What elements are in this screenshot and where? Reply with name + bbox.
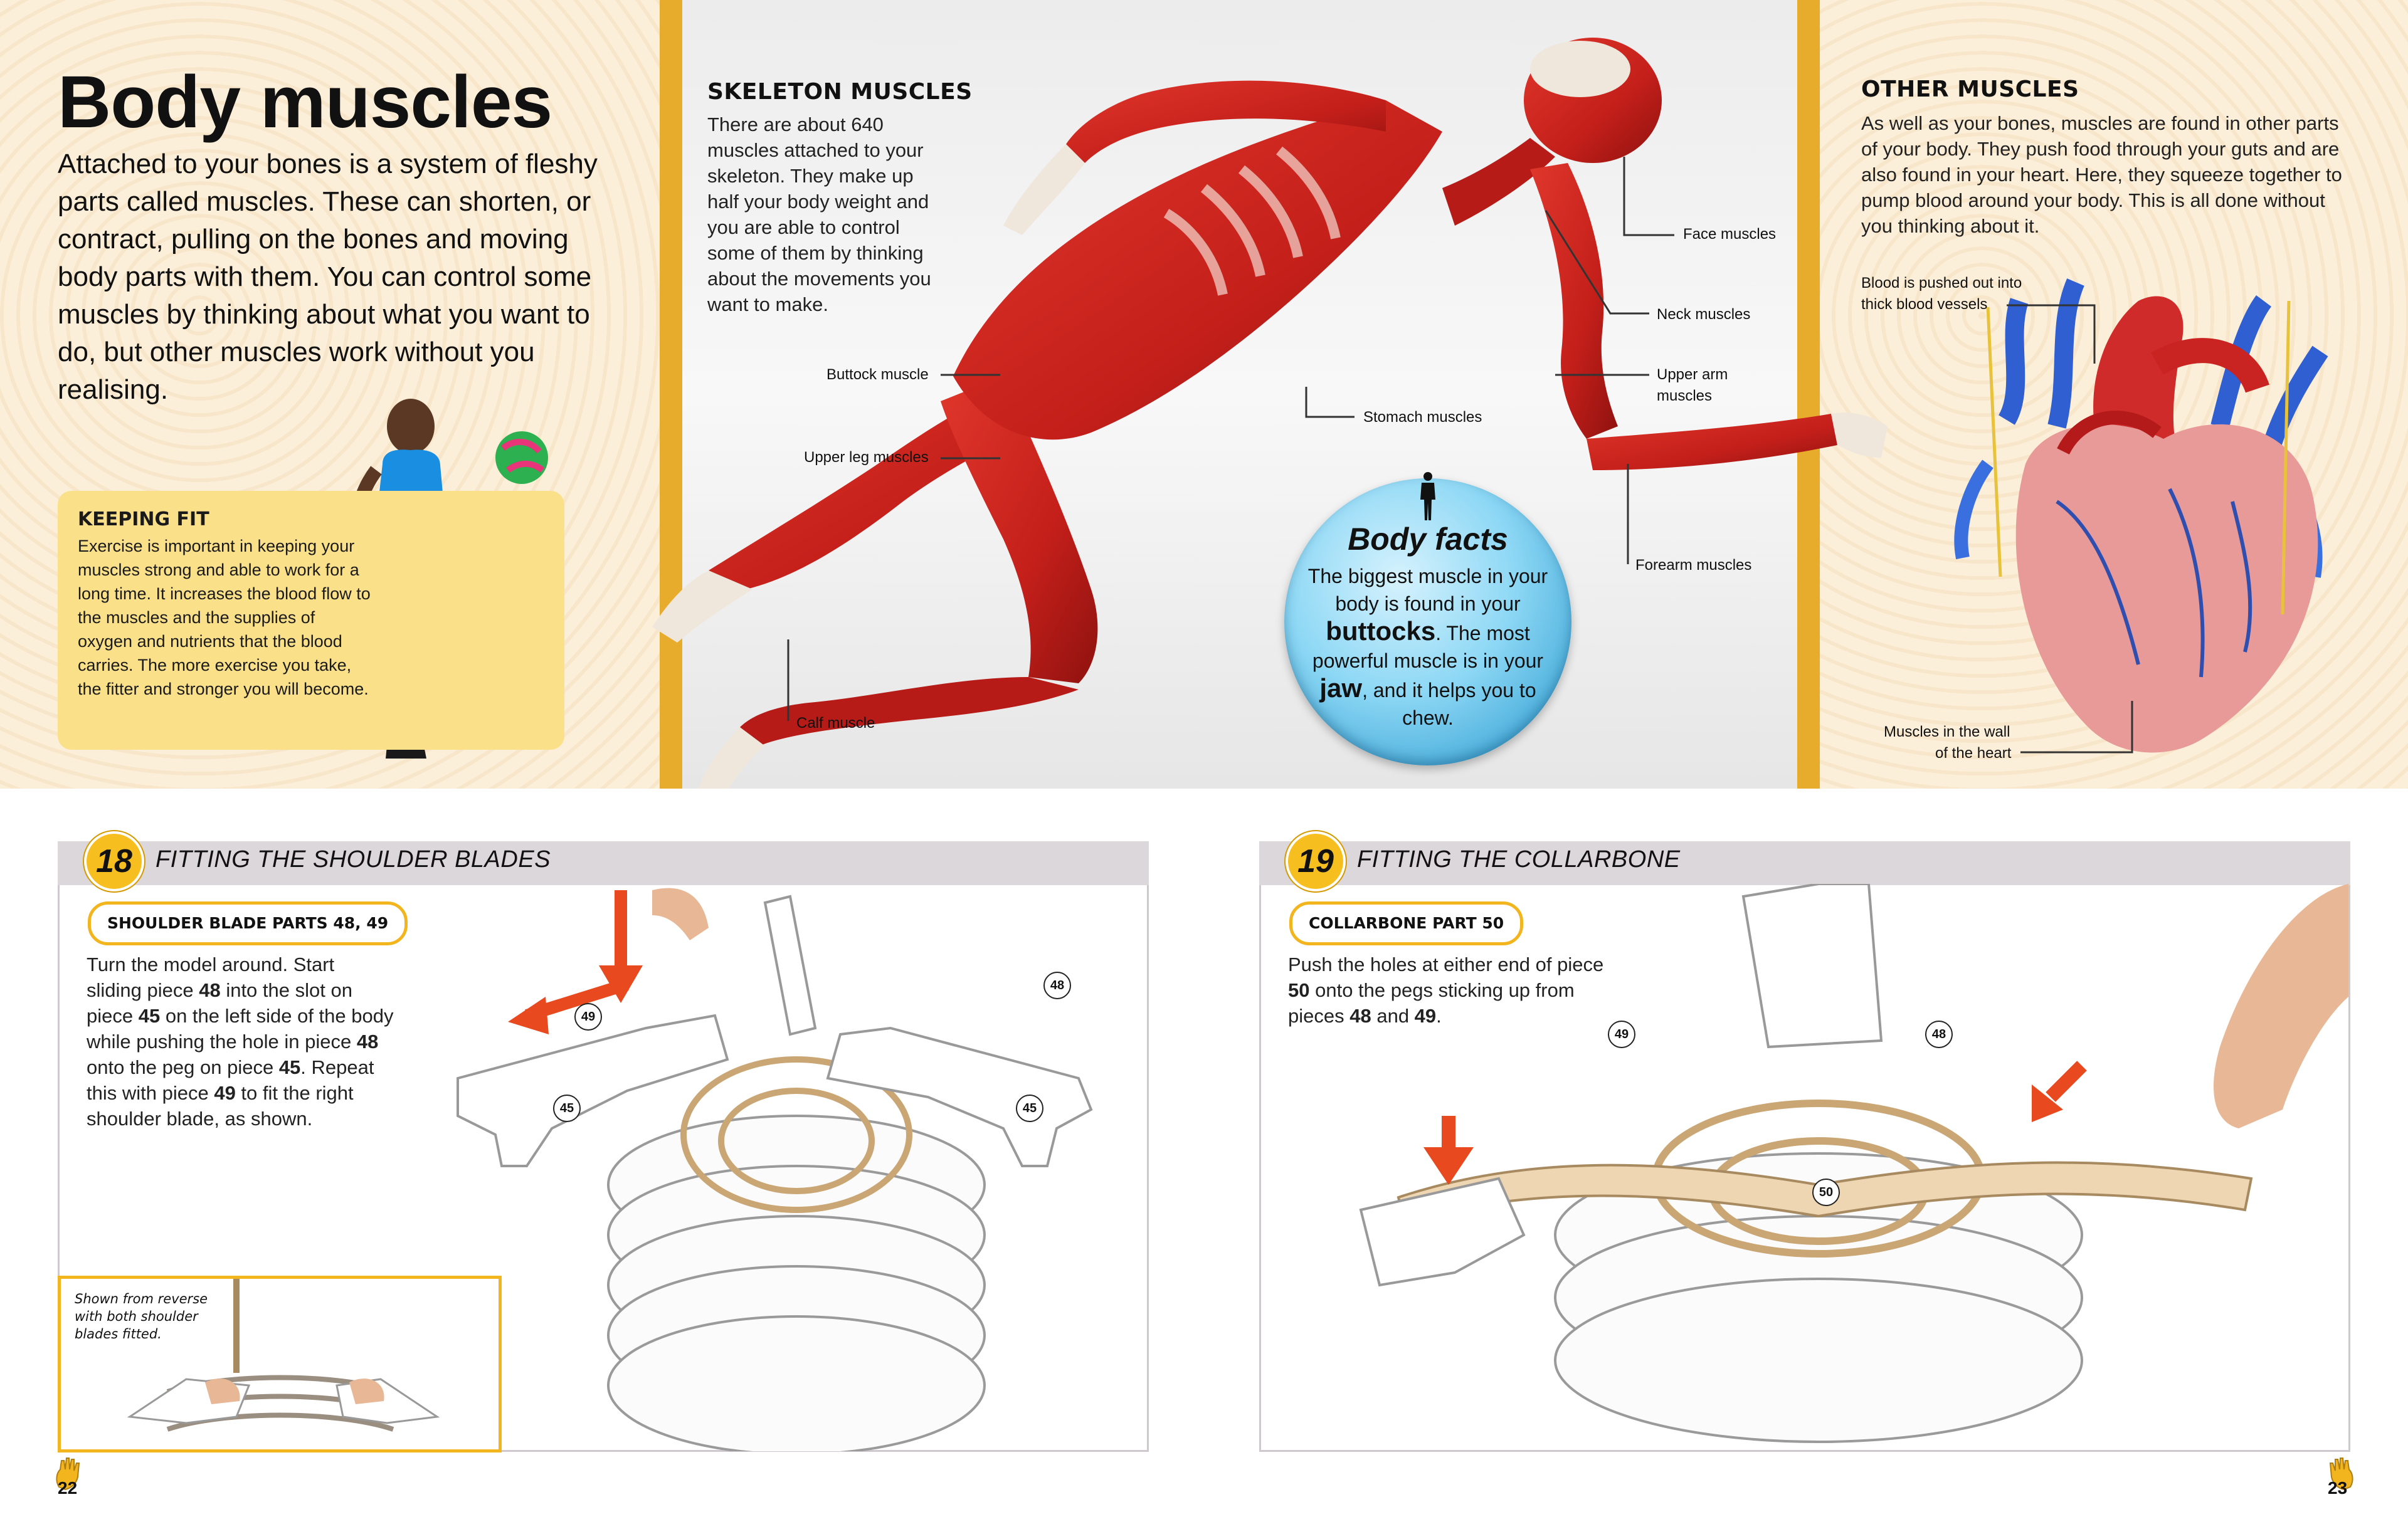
step-19-text-4: . (1436, 1005, 1442, 1027)
step-18-text-4: onto the peg on piece (87, 1056, 279, 1078)
body-facts-line-b: . The most powerful muscle is in your (1312, 622, 1544, 672)
keeping-fit-text: Exercise is important in keeping your mu… (78, 537, 371, 698)
step-19-piece-50: 50 (1288, 979, 1310, 1001)
step-19-text-1: Push the holes at either end of piece (1288, 953, 1604, 975)
label-upper-arm-muscles-line2: muscles (1657, 387, 1713, 404)
step-18-inset: Shown from reverse with both shoulder bl… (58, 1276, 502, 1452)
body-facts-line-a: The biggest muscle in your body is found… (1307, 565, 1548, 615)
keeping-fit-box: KEEPING FIT Exercise is important in kee… (58, 491, 564, 750)
step-18-text-5: . Repeat this with piece (87, 1056, 374, 1104)
step-19-piece-48: 48 (1349, 1005, 1371, 1027)
label-neck-muscles: Neck muscles (1657, 306, 1751, 323)
step-18-text-1: Turn the model around. Start sliding pie… (87, 953, 335, 1001)
page-number-right: 23 (2328, 1478, 2348, 1498)
gold-divider-left (660, 0, 682, 789)
label-calf-muscle: Calf muscle (796, 715, 875, 732)
step-18-header (58, 841, 1149, 885)
step-18-piece-48a: 48 (199, 979, 221, 1001)
step-18-tag-49: 49 (574, 1003, 602, 1031)
label-upper-leg-muscles: Upper leg muscles (804, 449, 929, 466)
step-18-parts-pill: SHOULDER BLADE PARTS 48, 49 (88, 901, 408, 945)
skeleton-muscles-heading: SKELETON MUSCLES (707, 79, 973, 105)
label-heart-wall-line1: Muscles in the wall (1884, 723, 2010, 740)
step-18-badge: 18 (84, 831, 144, 891)
skeleton-muscles-text: There are about 640 muscles attached to … (707, 113, 931, 315)
step-18-tag-45-right: 45 (1016, 1095, 1043, 1122)
step-19-tag-50: 50 (1812, 1179, 1840, 1206)
step-19-parts-pill: COLLARBONE PART 50 (1289, 901, 1524, 945)
step-18-text-2: into the slot on piece (87, 979, 352, 1027)
body-facts-line-c: , and it helps you to chew. (1362, 679, 1536, 729)
step-18-piece-45a: 45 (138, 1005, 161, 1027)
step-19-model-illustration (1359, 884, 2348, 1443)
body-facts-title: Body facts (1348, 522, 1508, 557)
page-number-left: 22 (58, 1478, 78, 1498)
step-18-piece-48b: 48 (356, 1031, 379, 1053)
step-18-model-illustration (457, 888, 1093, 1451)
step-18-tag-45-left: 45 (553, 1095, 581, 1122)
heart-illustration (1954, 278, 2328, 753)
gold-divider-right (1797, 0, 1820, 789)
label-heart-wall-line2: of the heart (1935, 745, 2012, 762)
label-heart-vessels-line2: thick blood vessels (1861, 296, 1988, 313)
step-18-text-3: on the left side of the body while pushi… (87, 1005, 394, 1053)
top-band: Body muscles Attached to your bones is a… (0, 0, 2408, 789)
step-18-title: FITTING THE SHOULDER BLADES (156, 846, 551, 873)
step-18-piece-49: 49 (214, 1082, 236, 1104)
label-buttock-muscle: Buttock muscle (826, 366, 929, 383)
step-19-header (1259, 841, 2350, 885)
inset-caption: Shown from reverse with both shoulder bl… (75, 1291, 208, 1342)
body-facts-text: The biggest muscle in your body is found… (1307, 562, 1549, 732)
step-18-tag-48: 48 (1043, 972, 1071, 999)
hand-icon (2329, 1458, 2353, 1491)
step-19-title: FITTING THE COLLARBONE (1357, 846, 1681, 873)
step-19-piece-49: 49 (1414, 1005, 1437, 1027)
label-face-muscles: Face muscles (1683, 226, 1777, 243)
label-stomach-muscles: Stomach muscles (1363, 409, 1482, 426)
step-19-tag-48: 48 (1925, 1021, 1953, 1048)
page-title: Body muscles (58, 61, 552, 144)
step-18-text-6: to fit the right shoulder blade, as show… (87, 1082, 354, 1130)
step-18-piece-45b: 45 (278, 1056, 301, 1078)
body-facts-bubble: Body facts The biggest muscle in your bo… (1284, 478, 1571, 765)
label-leader-lines (787, 157, 2133, 754)
keeping-fit-heading: KEEPING FIT (78, 508, 209, 530)
other-muscles-text: As well as your bones, muscles are found… (1861, 112, 2342, 237)
hand-icon (56, 1458, 80, 1491)
step-19-tag-49: 49 (1608, 1021, 1635, 1048)
muscle-figure-illustration (652, 38, 1888, 789)
step-19-text-2: onto the pegs sticking up from pieces (1288, 979, 1575, 1027)
label-upper-arm-muscles-line1: Upper arm (1657, 366, 1728, 383)
body-facts-word-buttocks: buttocks (1326, 616, 1436, 646)
step-19-text-3: and (1371, 1005, 1415, 1027)
step-19-instructions: Push the holes at either end of piece 50… (1288, 952, 1627, 1029)
person-icon (1420, 472, 1435, 520)
step-18-instructions: Turn the model around. Start sliding pie… (87, 952, 394, 1132)
body-facts-word-jaw: jaw (1319, 673, 1363, 703)
other-muscles-heading: OTHER MUSCLES (1861, 76, 2079, 102)
label-forearm-muscles: Forearm muscles (1635, 557, 1752, 574)
step-19-badge: 19 (1286, 831, 1346, 891)
label-heart-vessels-line1: Blood is pushed out into (1861, 275, 2022, 292)
intro-paragraph: Attached to your bones is a system of fl… (58, 149, 598, 405)
inset-reverse-view-illustration (127, 1279, 440, 1432)
